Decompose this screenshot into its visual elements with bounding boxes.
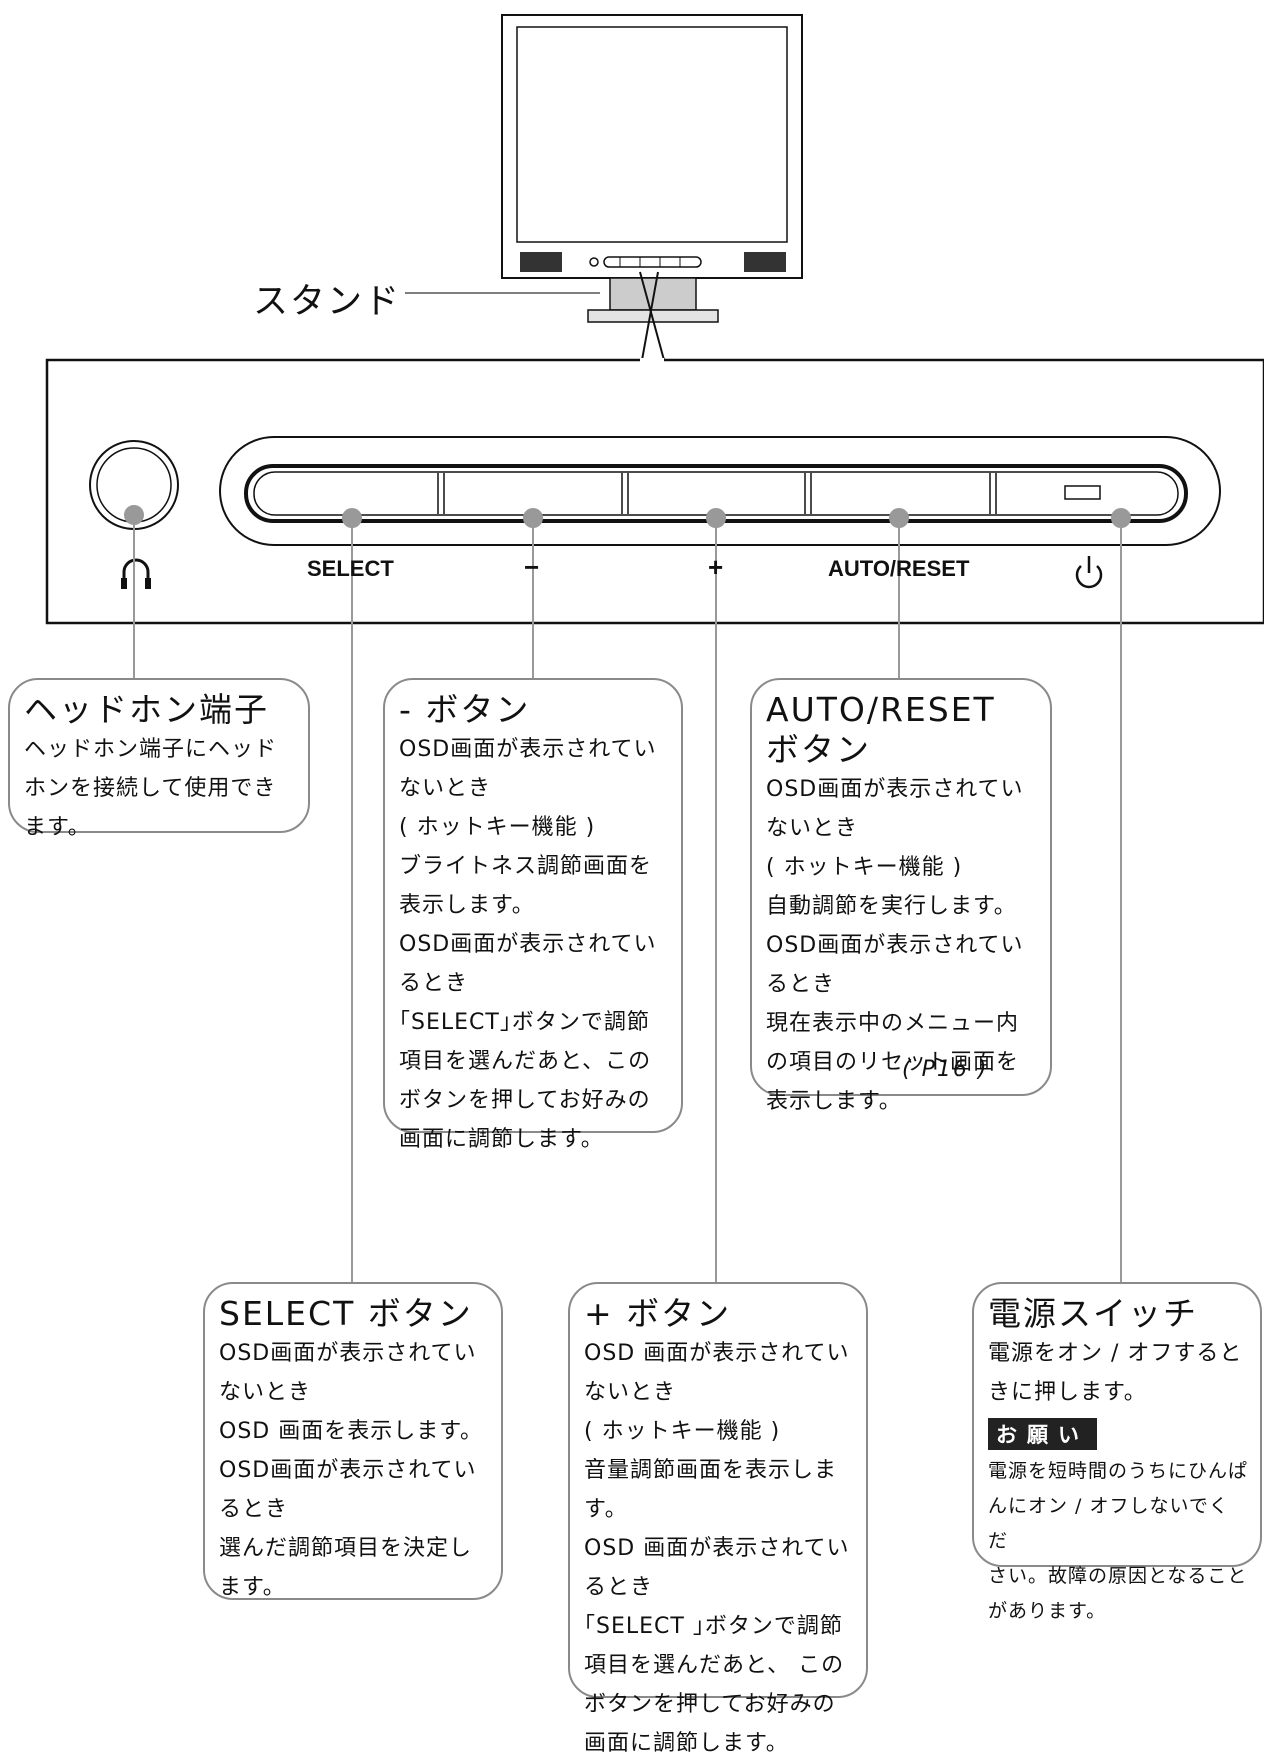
callout-body: OSD 画面が表示されてい ないとき ( ホットキー機能 ) 音量調節画面を表示… [584,1341,850,1756]
select-callout: SELECT ボタン OSD画面が表示されてい ないとき OSD 画面を表示しま… [203,1282,503,1600]
power-callout: 電源スイッチ 電源をオン / オフすると きに押します。 お願い 電源を短時間の… [972,1282,1262,1622]
callout-title: ヘッドホン端子 [24,690,269,729]
select-button-label: SELECT [307,556,394,581]
callout-body: 電源をオン / オフすると きに押します。 [988,1341,1243,1405]
minus-button-label: − [524,552,540,582]
headphone-callout: ヘッドホン端子 ヘッドホン端子にヘッド ホンを接続して使用でき ます。 [8,678,310,840]
front-panel [45,358,1264,625]
callout-title: AUTO/RESET ボタン [766,690,996,769]
monitor-illustration [501,14,803,323]
callout-title: - ボタン [399,690,531,729]
callout-body: ヘッドホン端子にヘッド ホンを接続して使用でき ます。 [24,737,278,840]
headphone-icon [121,558,151,589]
auto-reset-callout: AUTO/RESET ボタン OSD画面が表示されてい ないとき ( ホットキー… [750,678,1052,1114]
callout-body: OSD画面が表示されてい ないとき ( ホットキー機能 ) 自動調節を実行します… [766,777,1024,1114]
page-reference: ( P16 ) [902,1057,989,1082]
auto-reset-button-label: AUTO/RESET [828,556,970,581]
callout-title: 電源スイッチ [988,1294,1198,1333]
notice-body: 電源を短時間のうちにひんぱ んにオン / オフしないでくだ さい。故障の原因とな… [988,1460,1249,1622]
minus-callout: - ボタン OSD画面が表示されてい ないとき ( ホットキー機能 ) ブライト… [383,678,683,1152]
headphone-jack[interactable] [89,440,179,530]
monitor-diagram [45,14,1264,1282]
callout-title: SELECT ボタン [219,1294,473,1333]
callout-body: OSD画面が表示されてい ないとき OSD 画面を表示します。 OSD画面が表示… [219,1341,484,1600]
notice-badge: お願い [988,1418,1097,1450]
plus-callout: + ボタン OSD 画面が表示されてい ないとき ( ホットキー機能 ) 音量調… [568,1282,868,1756]
stand-label: スタンド [253,282,402,322]
power-icon [1075,556,1103,589]
plus-button-label: + [708,552,724,582]
callout-body: OSD画面が表示されてい ないとき ( ホットキー機能 ) ブライトネス調節画面… [399,737,657,1152]
callout-title: + ボタン [584,1294,732,1333]
